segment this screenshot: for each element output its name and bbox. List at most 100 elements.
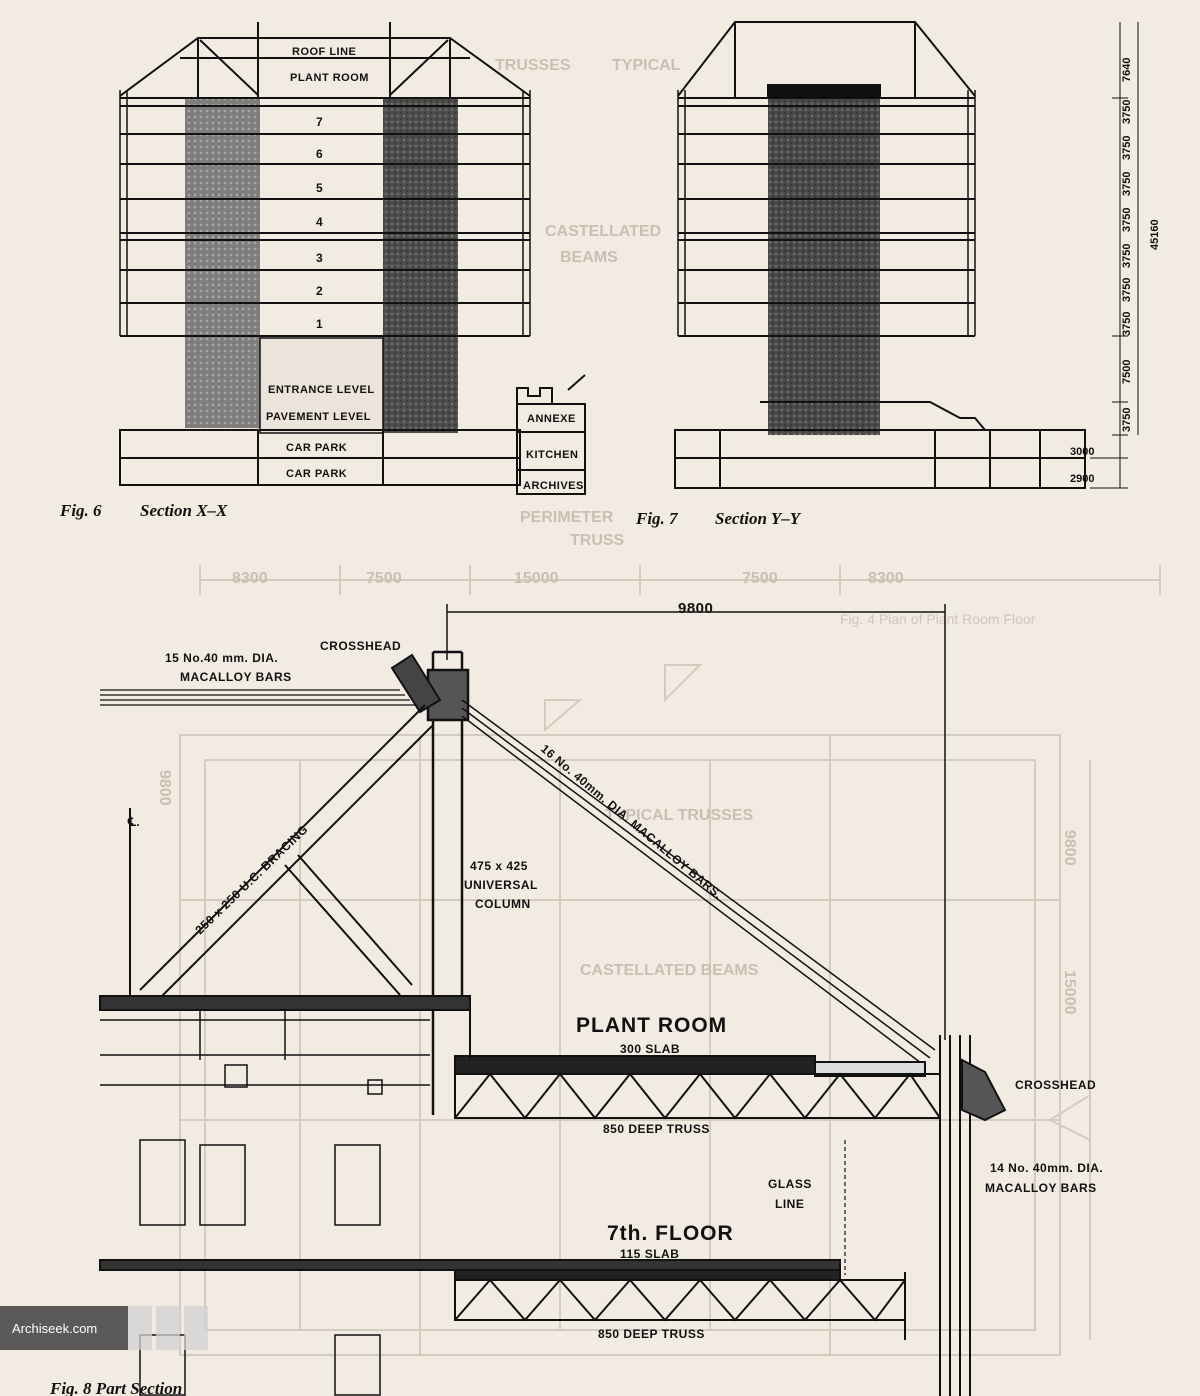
service-core-left — [185, 98, 260, 428]
ghost-label: CASTELLATED — [545, 223, 661, 240]
fig8-caption: Fig. 8 Part Section — [49, 1379, 182, 1396]
uc-bracing — [129, 704, 433, 1001]
column-label-line2: UNIVERSAL — [464, 878, 538, 892]
ghost-dim: 7500 — [366, 570, 402, 587]
dimension-chain — [1090, 22, 1139, 489]
slab-300-label: 300 SLAB — [620, 1042, 680, 1056]
ghost-plan — [179, 565, 1161, 1356]
horizontal-bars-top — [100, 689, 415, 706]
level-label: 3 — [316, 251, 323, 265]
storey-dimension: 3750 — [1121, 172, 1133, 196]
truss-upper-label: 850 DEEP TRUSS — [603, 1122, 710, 1136]
crosshead-top-label: CROSSHEAD — [320, 639, 401, 653]
plant-room-floor — [99, 995, 926, 1077]
level-label: PLANT ROOM — [290, 72, 369, 84]
storey-dimension: 7500 — [1121, 360, 1133, 384]
ghost-label: TRUSS — [570, 532, 625, 549]
span-dim-label: 9800 — [678, 600, 713, 617]
base-structure — [674, 401, 1086, 489]
truss-850-deep-lower — [454, 1272, 906, 1340]
ghost-dim: 9800 — [156, 770, 173, 806]
level-label: 1 — [316, 317, 323, 331]
ghost-label: CASTELLATED BEAMS — [580, 962, 759, 979]
span-dimension — [446, 604, 946, 1040]
base-dimension: 2900 — [1070, 473, 1094, 485]
bracing-label: 250 x 250 U.C. BRACING — [192, 822, 310, 937]
fig6-caption-title: Section X–X — [140, 501, 228, 520]
storey-dimension: 3750 — [1121, 278, 1133, 302]
diagonal-macalloy-bars — [461, 699, 936, 1067]
ghost-label: TYPICAL — [612, 57, 681, 74]
ghost-dim: 8300 — [868, 570, 904, 587]
storey-dimension: 3750 — [1121, 312, 1133, 336]
fig7-caption-number: Fig. 7 — [635, 509, 679, 528]
perimeter-columns — [119, 90, 531, 336]
universal-column — [426, 650, 470, 1115]
level-label: 2 — [316, 284, 323, 298]
level-label: CAR PARK — [286, 442, 347, 454]
level-label: PAVEMENT LEVEL — [266, 411, 371, 423]
ghost-label: TRUSSES — [495, 57, 571, 74]
truss-lower-label: 850 DEEP TRUSS — [598, 1327, 705, 1341]
level-label: 4 — [316, 215, 323, 229]
ghost-label: PERIMETER — [520, 509, 614, 526]
storey-dimension: 3750 — [1121, 408, 1133, 432]
ghost-caption: Fig. 4 Plan of Plant Room Floor — [840, 611, 1036, 627]
ghost-dim: 9800 — [1061, 830, 1078, 866]
column-label-line3: COLUMN — [475, 897, 531, 911]
floor-slabs — [678, 97, 975, 337]
watermark-blocks — [128, 1306, 212, 1350]
service-core-right — [383, 98, 458, 433]
annexe-label: KITCHEN — [526, 449, 578, 461]
level-label: 7 — [316, 115, 323, 129]
fig8-part-section: 9800 — [49, 600, 1103, 1396]
fig6-caption-number: Fig. 6 — [59, 501, 102, 520]
bars-right-label-line1: 14 No. 40mm. DIA. — [990, 1161, 1103, 1175]
storey-dimension: 7640 — [1121, 58, 1133, 82]
storey-dimension: 3750 — [1121, 100, 1133, 124]
annexe-label: ANNEXE — [527, 413, 576, 425]
storey-dimension: 3750 — [1121, 244, 1133, 268]
storey-dimension: 3750 — [1121, 208, 1133, 232]
ghost-text-layer: TYPICAL TRUSSES CASTELLATED BEAMS PERIME… — [156, 57, 1078, 1015]
ghost-label: TYPICAL TRUSSES — [605, 807, 754, 824]
annexe-label: ARCHIVES — [523, 480, 584, 492]
overall-height: 45160 — [1149, 219, 1161, 250]
glass-line-label-1: GLASS — [768, 1177, 812, 1191]
entrance-hall — [259, 337, 384, 434]
basement — [119, 374, 586, 495]
level-label: 6 — [316, 147, 323, 161]
storey-dimension: 3750 — [1121, 136, 1133, 160]
bars-top-label-line1: 15 No.40 mm. DIA. — [165, 651, 278, 665]
centreline-mark: ℄. — [127, 815, 140, 829]
ghost-dim: 8300 — [232, 570, 268, 587]
bars-top-label-line2: MACALLOY BARS — [180, 670, 292, 684]
crosshead-top — [390, 653, 442, 714]
ghost-label: BEAMS — [560, 249, 618, 266]
fig7-section-yy: 7640 3750 3750 3750 3750 3750 3750 3750 … — [635, 21, 1161, 528]
roof-truss — [677, 21, 976, 98]
ghost-dim: 15000 — [514, 570, 559, 587]
perimeter-columns — [677, 90, 976, 336]
service-core — [768, 95, 880, 435]
crosshead-right-label: CROSSHEAD — [1015, 1078, 1096, 1092]
fig6-section-xx: ROOF LINE PLANT ROOM 7 6 5 4 3 2 1 ENTRA… — [59, 22, 586, 520]
roof-truss — [119, 22, 531, 98]
bars-right-label-line2: MACALLOY BARS — [985, 1181, 1097, 1195]
ghost-dim: 7500 — [742, 570, 778, 587]
slab-115-label: 115 SLAB — [620, 1247, 679, 1261]
seventh-floor — [99, 1259, 841, 1281]
lower-office-elevation — [100, 1010, 430, 1396]
level-label: CAR PARK — [286, 468, 347, 480]
truss-850-deep-upper — [454, 1072, 941, 1120]
level-label: ROOF LINE — [292, 46, 356, 58]
fig7-caption-title: Section Y–Y — [715, 509, 802, 528]
archiseek-watermark: Archiseek.com — [0, 1306, 128, 1350]
level-label: ENTRANCE LEVEL — [268, 384, 375, 396]
level-label: 5 — [316, 181, 323, 195]
column-label-line1: 475 x 425 — [470, 859, 528, 873]
glass-line-label-2: LINE — [775, 1197, 804, 1211]
seventh-floor-label: 7th. FLOOR — [607, 1222, 734, 1245]
ghost-dim: 15000 — [1061, 970, 1078, 1015]
